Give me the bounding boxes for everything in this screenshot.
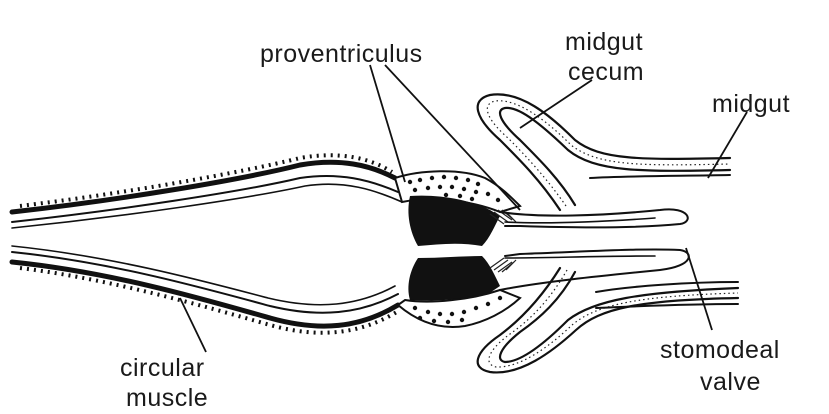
proventriculus-structure [395,171,520,327]
label-midgut-cecum-line2: cecum [568,58,644,86]
label-midgut-cecum-line1: midgut [565,28,643,56]
stomodeal-valve-structure [500,209,689,290]
leader-proventriculus-a [370,65,405,182]
label-stomodeal-valve-line2: valve [700,368,761,396]
crop-upper-wall [12,155,402,228]
label-circular-muscle-line2: muscle [126,384,208,412]
leader-midgut [708,112,747,178]
leader-circular-muscle [180,298,206,352]
label-proventriculus: proventriculus [260,40,423,68]
label-circular-muscle-line1: circular [120,354,205,382]
crop-lower-wall [12,246,400,333]
label-midgut: midgut [712,90,790,118]
midgut-cecum-upper [478,94,730,210]
label-stomodeal-valve-line1: stomodeal [660,336,780,364]
